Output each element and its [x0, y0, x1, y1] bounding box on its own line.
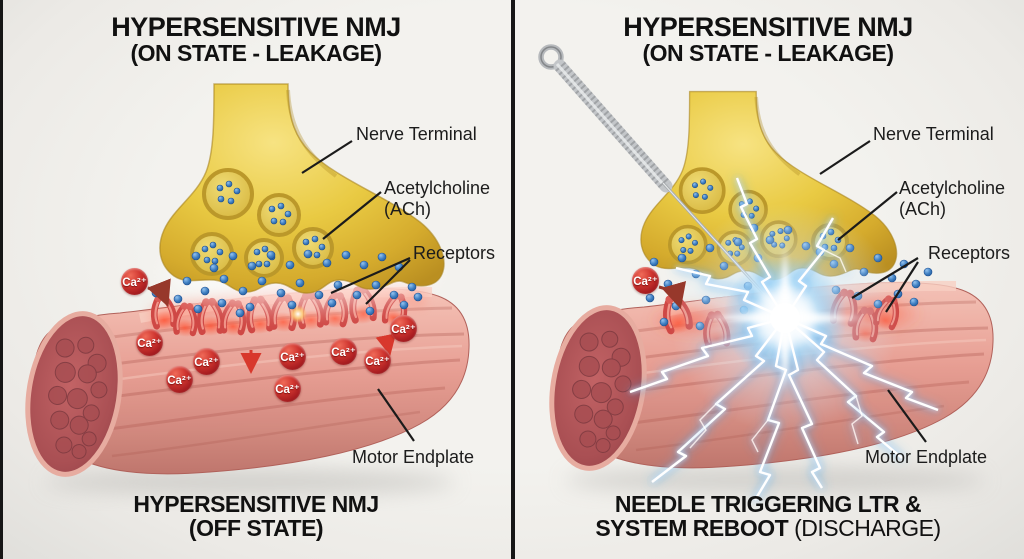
caption-line1: NEEDLE TRIGGERING LTR &: [614, 491, 922, 517]
left-panel-title: HYPERSENSITIVE NMJ (ON STATE - LEAKAGE): [0, 13, 512, 65]
calcium-ion-label: Ca²⁺: [194, 356, 219, 369]
calcium-ion-badge: Ca²⁺: [121, 268, 148, 295]
right-panel-illustration: [538, 44, 993, 501]
calcium-ion-badge: Ca²⁺: [279, 343, 306, 370]
caption-line2-strong: SYSTEM REBOOT: [595, 515, 789, 541]
caption-line2-paren: (DISCHARGE): [794, 515, 941, 541]
calcium-ion-badge: Ca²⁺: [166, 366, 193, 393]
muscle-shadow: [565, 467, 985, 493]
acetylcholine-label-line2: (ACh): [384, 199, 432, 219]
acetylcholine-label: Acetylcholine (ACh): [899, 178, 1005, 220]
title-line1: HYPERSENSITIVE NMJ: [111, 12, 401, 42]
acetylcholine-label: Acetylcholine (ACh): [384, 178, 490, 220]
title-line2: (ON STATE - LEAKAGE): [642, 40, 894, 66]
calcium-ion-badge: Ca²⁺: [330, 338, 357, 365]
calcium-ion-badge: Ca²⁺: [364, 347, 391, 374]
label-pointer-lines: [301, 140, 415, 442]
calcium-leak-arrow: [375, 333, 397, 356]
right-panel-title: HYPERSENSITIVE NMJ (ON STATE - LEAKAGE): [512, 13, 1024, 65]
nerve-terminal-label: Nerve Terminal: [356, 124, 477, 144]
muscle-shadow: [45, 469, 455, 495]
acupuncture-needle-icon: [538, 44, 788, 320]
acetylcholine-label-line2: (ACh): [899, 199, 947, 219]
calcium-ion-label: Ca²⁺: [280, 351, 305, 364]
nerve-terminal-label: Nerve Terminal: [873, 124, 994, 144]
left-edge-border: [0, 0, 3, 559]
electric-discharge-burst: [629, 177, 939, 501]
caption-line1: HYPERSENSITIVE NMJ: [133, 491, 379, 517]
nerve-terminal: [159, 83, 445, 294]
calcium-ion-label: Ca²⁺: [137, 337, 162, 350]
left-panel-caption: HYPERSENSITIVE NMJ (OFF STATE): [0, 492, 512, 540]
calcium-ion-badge: Ca²⁺: [632, 267, 659, 294]
title-line1: HYPERSENSITIVE NMJ: [623, 12, 913, 42]
calcium-ion-label: Ca²⁺: [122, 276, 147, 289]
muscle-cut-face: [25, 311, 123, 477]
calcium-ion-badge: Ca²⁺: [136, 329, 163, 356]
caption-line2: SYSTEM REBOOT (DISCHARGE): [512, 516, 1024, 540]
calcium-ion-label: Ca²⁺: [331, 346, 356, 359]
lightning-bolts: [629, 177, 939, 501]
calcium-ion-label: Ca²⁺: [167, 374, 192, 387]
acetylcholine-label-line1: Acetylcholine: [899, 178, 1006, 198]
label-pointer-lines: [819, 140, 927, 443]
left-panel-illustration: [25, 83, 470, 495]
calcium-entry-arrow: [658, 281, 687, 310]
receptors-label: Receptors: [413, 243, 496, 263]
calcium-ion-label: Ca²⁺: [633, 275, 658, 288]
title-line2: (ON STATE - LEAKAGE): [130, 40, 382, 66]
calcium-ion-badge: Ca²⁺: [274, 375, 301, 402]
calcium-ion-label: Ca²⁺: [275, 383, 300, 396]
leakage-spark: [289, 305, 307, 323]
panel-divider: [511, 0, 515, 559]
right-panel-caption: NEEDLE TRIGGERING LTR & SYSTEM REBOOT (D…: [512, 492, 1024, 540]
receptors-label: Receptors: [928, 243, 1011, 263]
calcium-entry-arrow: [146, 278, 171, 307]
calcium-ion-badge: Ca²⁺: [193, 348, 220, 375]
motor-endplate-label: Motor Endplate: [352, 447, 475, 467]
calcium-ion-label: Ca²⁺: [391, 323, 416, 336]
caption-line2: (OFF STATE): [188, 515, 324, 541]
lightning-branches: [689, 249, 863, 453]
acetylcholine-label-line1: Acetylcholine: [384, 178, 491, 198]
calcium-ion-badge: Ca²⁺: [390, 315, 417, 342]
calcium-ion-label: Ca²⁺: [365, 355, 390, 368]
motor-endplate-label: Motor Endplate: [865, 447, 988, 467]
